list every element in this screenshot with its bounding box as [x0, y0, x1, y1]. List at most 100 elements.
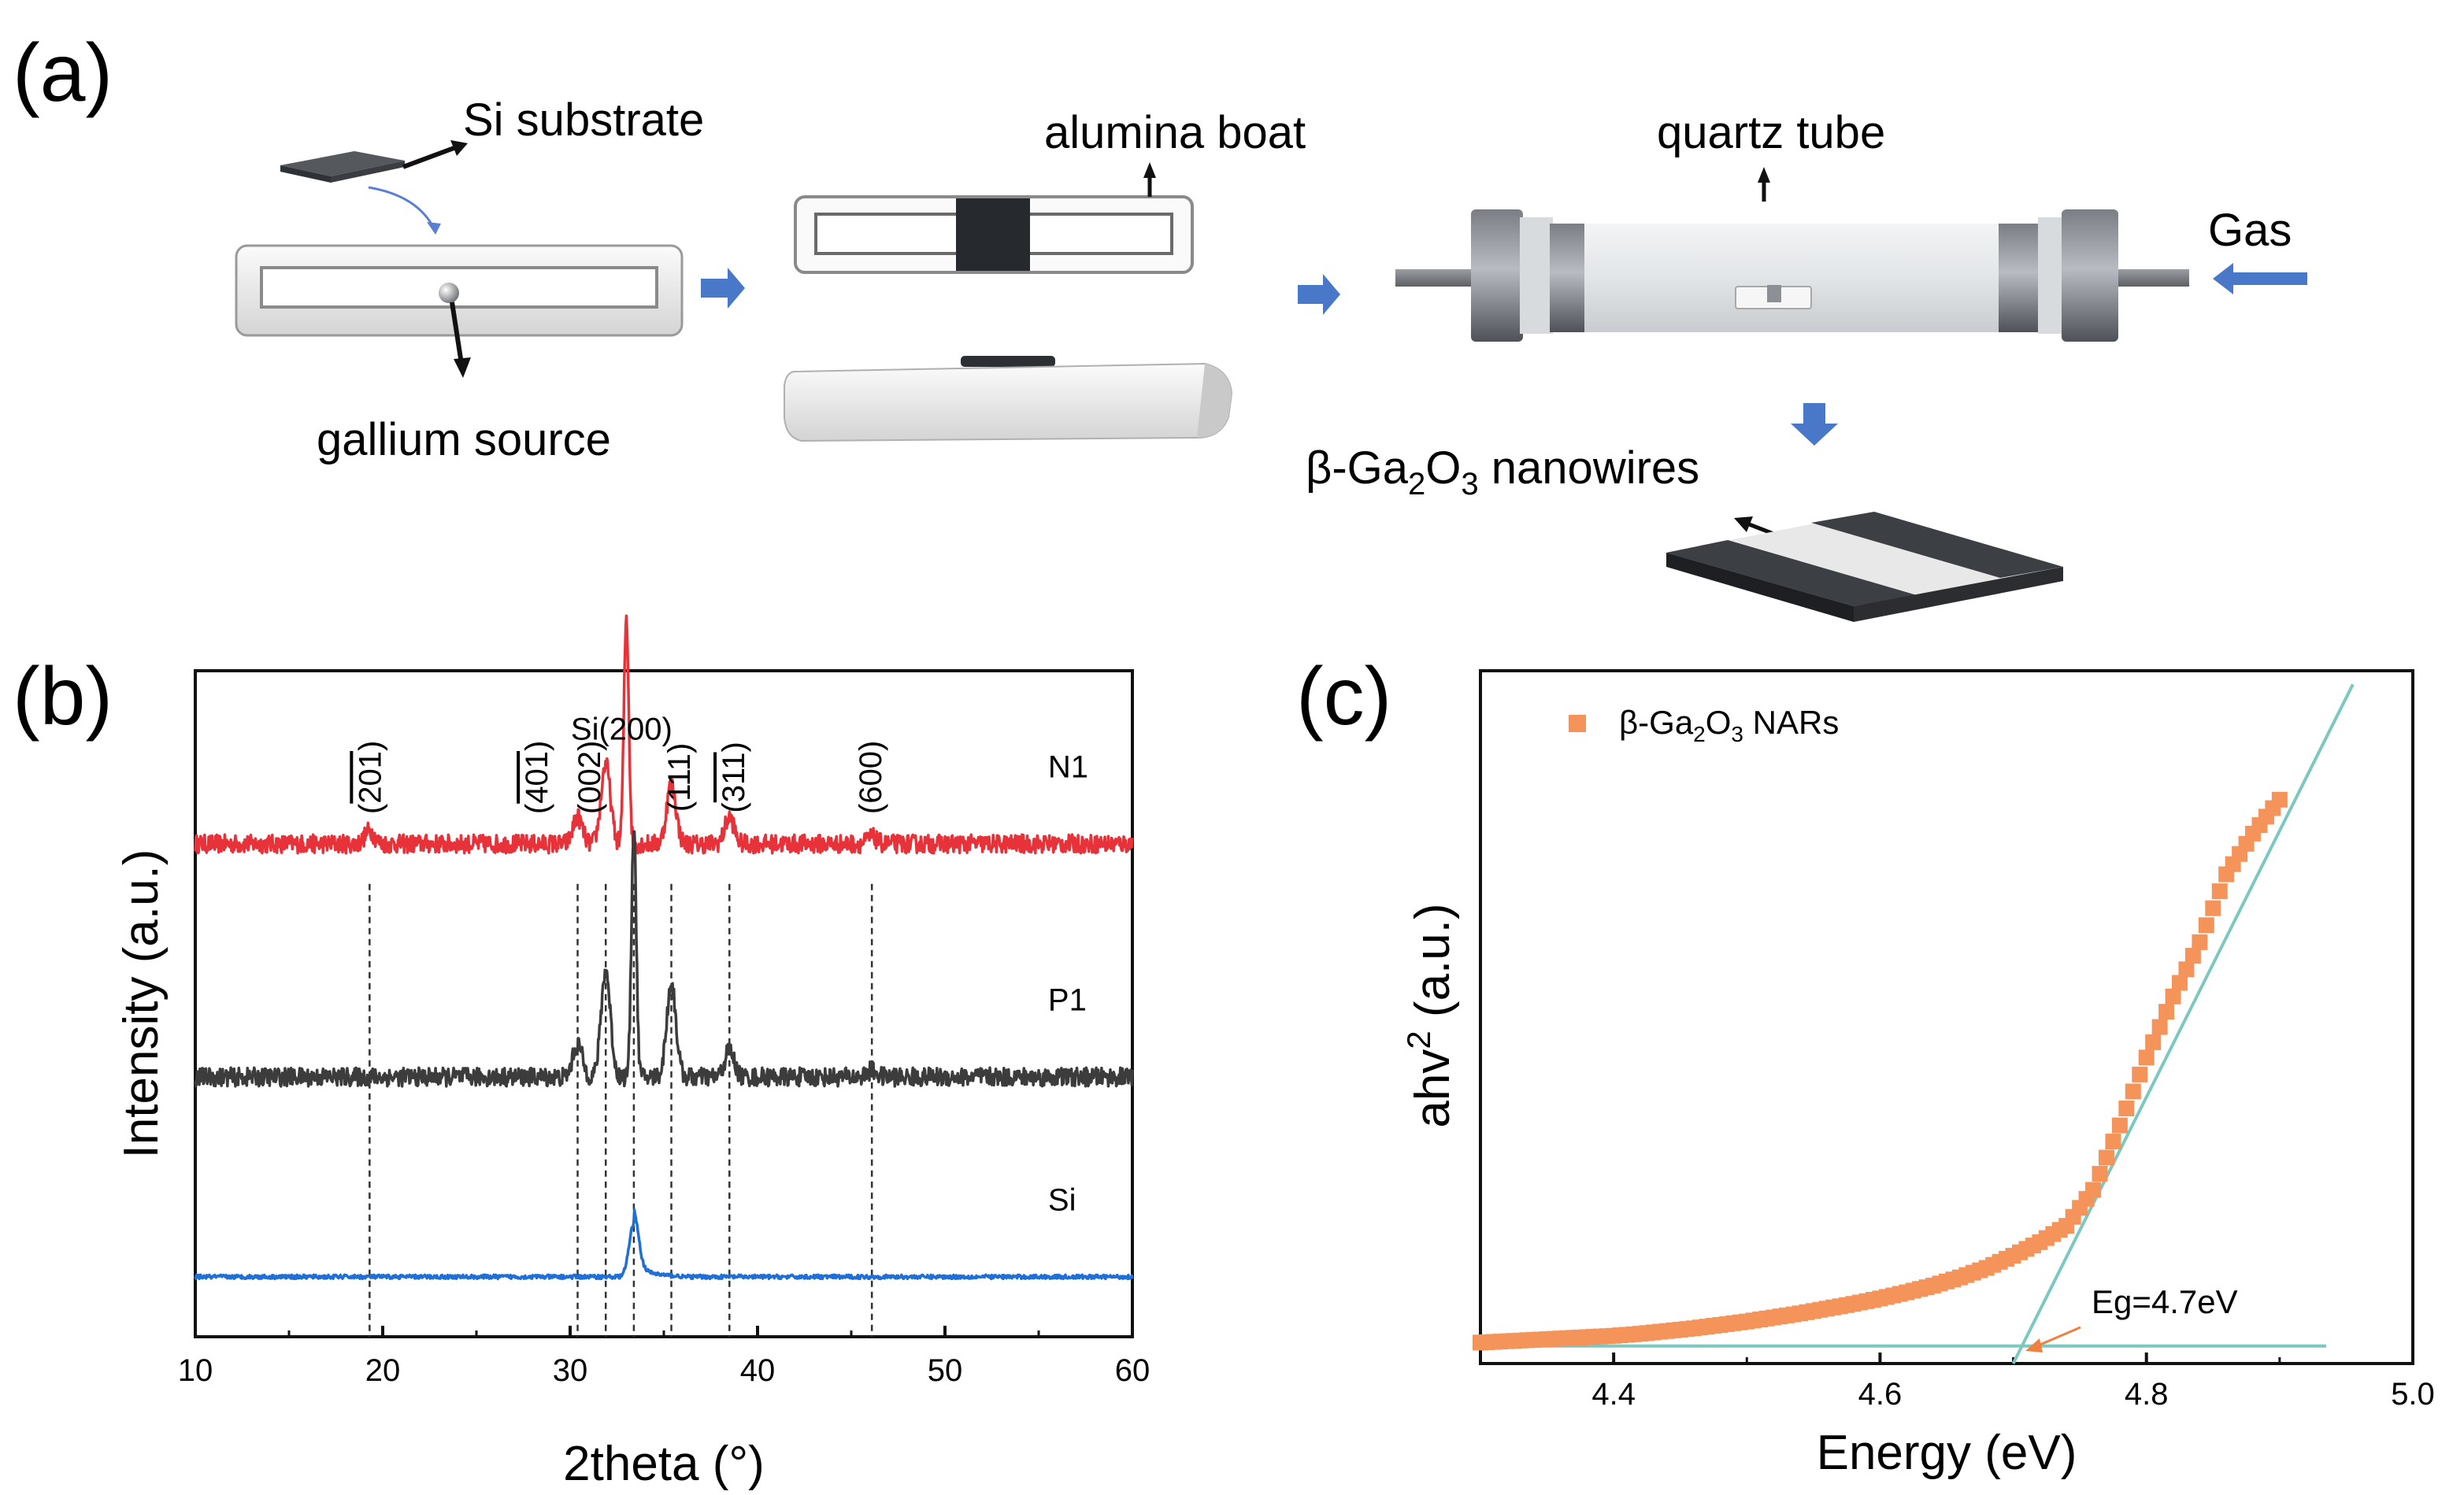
peak-label-text: (401) — [520, 741, 554, 814]
linear-fit — [2011, 683, 2355, 1364]
alumina-boat-top-view — [794, 195, 1194, 274]
peak-label-open: ( — [717, 802, 751, 813]
panel-c-y-axis-label: ahv2 (a.u.) — [1400, 903, 1460, 1127]
panel-b-letter: (b) — [13, 651, 113, 742]
peak-label-index: 311 — [717, 752, 751, 802]
x-tick-label: 40 — [740, 1353, 776, 1388]
series-label-p1: P1 — [1048, 982, 1087, 1017]
data-point — [2198, 917, 2214, 934]
data-point — [2092, 1165, 2108, 1182]
peak-label-text: (201) — [353, 741, 387, 814]
data-point — [2192, 934, 2208, 950]
x-tick-label: 4.6 — [1858, 1377, 1903, 1412]
peak-label: Si(200) — [571, 712, 673, 747]
peak-label-open: ( — [520, 803, 554, 814]
panel-b-reference-lines — [369, 883, 873, 1337]
data-point — [2165, 988, 2181, 1005]
panel-b-series — [194, 614, 1134, 1281]
process-arrow-1 — [701, 268, 745, 309]
nanowires-label: β-Ga2O3 nanowires — [1306, 442, 1699, 501]
si-substrate-arrow — [402, 144, 460, 169]
panel-c-fit-lines — [1480, 683, 2355, 1364]
eg-label: Eg=4.7eV — [2092, 1283, 2238, 1320]
peak-label-close: ) — [854, 741, 888, 751]
process-arrow-down — [1791, 403, 1838, 446]
panel-c-plot-frame — [1479, 669, 2414, 1365]
peak-label-index: 111 — [662, 753, 697, 801]
peak-label-close: ) — [572, 741, 607, 751]
peak-label: (311) — [717, 742, 751, 812]
peak-label: (600) — [854, 741, 888, 814]
series-label-si: Si — [1048, 1182, 1076, 1217]
data-point — [2125, 1083, 2141, 1100]
peak-label: (401) — [520, 741, 554, 814]
peak-label-open: ( — [662, 801, 697, 812]
peak-label: (111) — [662, 743, 697, 812]
peak-label-text: (111) — [662, 743, 697, 812]
peak-label-close: ) — [717, 742, 751, 752]
peak-label: (002) — [572, 741, 607, 814]
gas-arrow — [2213, 263, 2307, 294]
x-tick-label: 10 — [178, 1353, 213, 1388]
x-tick-label: 4.8 — [2125, 1377, 2169, 1412]
peak-label-open: ( — [353, 803, 387, 814]
si-substrate-label: Si substrate — [463, 94, 704, 146]
data-point — [2111, 1117, 2128, 1134]
si-substrate-chip — [280, 151, 405, 183]
peak-label-index: 201 — [353, 751, 387, 804]
gallium-ball — [439, 283, 459, 303]
alumina-boat-side-view — [784, 356, 1233, 442]
quartz-tube-label: quartz tube — [1657, 107, 1885, 158]
series-line-p1 — [194, 830, 1134, 1088]
quartz-tube — [1583, 224, 2000, 332]
series-label-n1: N1 — [1048, 749, 1088, 784]
x-tick-label: 30 — [553, 1353, 588, 1388]
peak-label-index: 002 — [572, 751, 607, 804]
gallium-source-arrow — [450, 302, 464, 364]
x-tick-label: 60 — [1115, 1353, 1150, 1388]
peak-label-close: ) — [353, 741, 387, 751]
peak-label-open: ( — [854, 803, 888, 814]
peak-label-text: (002) — [572, 741, 607, 814]
data-point — [2271, 791, 2288, 808]
process-arrow-2 — [1298, 274, 1340, 315]
data-point — [2178, 961, 2195, 978]
alumina-boat-label: alumina boat — [1044, 107, 1306, 158]
peak-label-open: ( — [572, 803, 607, 814]
data-point — [2132, 1066, 2148, 1082]
data-point — [2105, 1134, 2121, 1150]
peak-label-close: ) — [662, 743, 697, 753]
peak-label-index: 401 — [520, 751, 554, 804]
series-line-si — [194, 1208, 1134, 1281]
gallium-source-label: gallium source — [317, 414, 611, 465]
legend-label: β-Ga2O3 NARs — [1619, 704, 1839, 746]
x-tick-label: 50 — [928, 1353, 963, 1388]
data-point — [2205, 900, 2221, 916]
series-line-n1 — [194, 614, 1134, 855]
data-point — [2151, 1019, 2168, 1035]
data-point — [2158, 1004, 2175, 1020]
gas-label: Gas — [2208, 205, 2292, 256]
data-point — [2145, 1034, 2162, 1050]
panel-c-letter: (c) — [1296, 651, 1391, 742]
data-point — [2138, 1049, 2155, 1066]
peak-label-index: 600 — [854, 751, 888, 804]
x-tick-label: 4.4 — [1591, 1377, 1636, 1412]
legend-marker — [1569, 715, 1586, 732]
panel-b-peak-labels: Si(200)(201)(401)(002)(111)(311)(600) — [353, 712, 887, 814]
data-point — [2211, 883, 2228, 900]
data-point — [2172, 975, 2188, 991]
panel-b-x-axis-label: 2theta (°) — [563, 1437, 765, 1491]
eg-annotation: Eg=4.7eV — [2025, 1283, 2238, 1353]
peak-label-close: ) — [520, 741, 554, 751]
data-point — [2098, 1149, 2114, 1166]
peak-label-text: (311) — [717, 742, 751, 812]
panel-c-data-points — [1473, 791, 2288, 1351]
panel-a-letter: (a) — [13, 28, 113, 119]
panel-b-y-axis-label: Intensity (a.u.) — [114, 849, 169, 1159]
